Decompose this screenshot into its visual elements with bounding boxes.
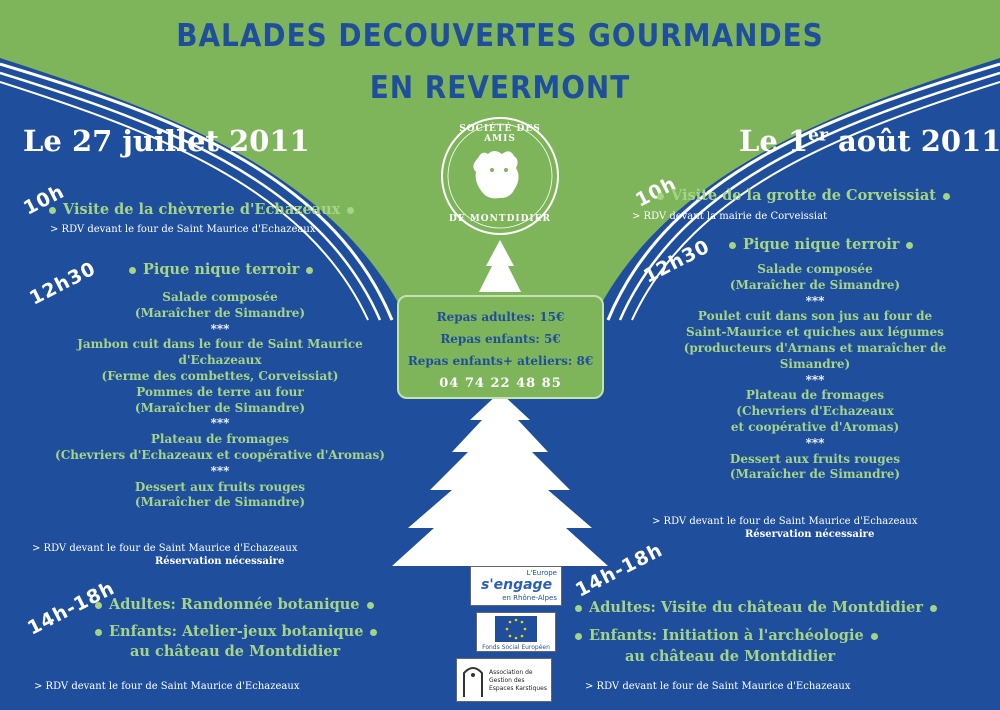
bullet-icon [49,206,56,214]
menu-line: Poulet cuit dans son jus au four de [697,309,933,324]
menu-separator: *** [805,293,825,308]
bullet-icon [129,266,136,274]
menu-line: Saint-Maurice et quiches aux légumes [686,325,944,340]
menu-line: (Chevriers d'Echazeaux [736,404,894,419]
right-activity-2: Pique nique terroir [722,236,920,253]
price-adults: Repas adultes: 15€ [436,310,565,324]
right-activity-1: Visite de la grotte de Corveissiat [650,187,957,204]
left-menu: Salade composée(Maraîcher de Simandre)**… [40,290,400,511]
menu-line: (Chevriers d'Echazeaux et coopérative d'… [55,447,385,462]
bullet-icon [657,192,664,200]
menu-line: (Maraîcher de Simandre) [729,277,901,292]
left-reservation: Réservation nécessaire [155,556,285,567]
bullet-icon [575,604,582,612]
europe-engage-logo: L'Europe s'engage en Rhône-Alpes [470,566,562,606]
left-activity-3: Adultes: Randonnée botanique [88,596,381,613]
menu-line: (Maraîcher de Simandre) [134,495,306,510]
menu-line: (producteurs d'Arnans et maraîcher de [683,340,947,355]
menu-line: (Ferme des combettes, Corveissiat) [101,368,339,383]
menu-separator: *** [805,435,825,450]
association-logo: Association de Gestion des Espaces Karst… [456,658,552,702]
bullet-icon [575,632,582,640]
menu-line: (Maraîcher de Simandre) [134,305,306,320]
right-reservation: Réservation nécessaire [745,529,875,540]
phone-number: 04 74 22 48 85 [439,376,562,391]
price-children: Repas enfants: 5€ [440,332,561,346]
left-activity-4: Enfants: Atelier-jeux botanique [88,623,384,640]
menu-line: Plateau de fromages [150,432,290,447]
cave-icon [463,667,483,697]
bullet-icon [906,241,914,249]
menu-line: Dessert aux fruits rouges [729,451,901,466]
bullet-icon [306,266,314,274]
menu-line: Jambon cuit dans le four de Saint Mauric… [77,337,363,352]
left-activity-4-place: au château de Montdidier [130,643,341,660]
bullet-icon [729,241,736,249]
menu-line: et coopérative d'Aromas) [730,419,900,434]
menu-line: (Maraîcher de Simandre) [134,400,306,415]
right-activity-4-place: au château de Montdidier [625,648,836,665]
bullet-icon [347,206,355,214]
bullet-icon [95,601,102,609]
bullet-icon [942,192,950,200]
left-activity-2: Pique nique terroir [122,261,320,278]
bullet-icon [366,601,374,609]
left-rdv-1: > RDV devant le four de Saint Maurice d'… [50,224,316,235]
emblem-top-text: SOCIÉTÉ DES AMIS [459,124,541,144]
bullet-icon [870,632,878,640]
poster-title-line1: BALADES DECOUVERTES GOURMANDES [176,18,824,54]
fse-logo: Fonds Social Européen [476,612,556,652]
right-activity-3: Adultes: Visite du château de Montdidier [568,599,944,616]
emblem-bottom-text: DE MONTDIDIER [449,214,551,224]
menu-line: Simandre) [779,356,851,371]
menu-separator: *** [805,372,825,387]
big-tree [392,392,608,566]
menu-line: Salade composée [162,290,278,304]
right-rdv-1: > RDV devant la mairie de Corveissiat [632,211,828,222]
menu-line: Pommes de terre au four [136,384,304,399]
eu-flag-icon [495,616,537,642]
left-rdv-3: > RDV devant le four de Saint Maurice d'… [34,681,300,692]
price-box: Repas adultes: 15€ Repas enfants: 5€ Rep… [397,295,604,399]
menu-separator: *** [210,321,230,336]
right-activity-4: Enfants: Initiation à l'archéologie [568,627,885,644]
menu-line: Salade composée [757,262,873,276]
price-children-workshops: Repas enfants+ ateliers: 8€ [407,354,594,368]
right-rdv-2: > RDV devant le four de Saint Maurice d'… [652,516,918,527]
left-rdv-2: > RDV devant le four de Saint Maurice d'… [32,543,298,554]
bullet-icon [370,628,378,636]
right-date: Le 1er août 2011 [739,124,1000,158]
right-rdv-3: > RDV devant le four de Saint Maurice d'… [585,681,851,692]
poster-title-line2: EN REVERMONT [369,70,631,106]
menu-separator: *** [210,463,230,478]
bullet-icon [930,604,938,612]
menu-separator: *** [210,416,230,431]
right-menu: Salade composée(Maraîcher de Simandre)**… [650,262,980,483]
menu-line: d'Echazeaux [178,353,262,368]
left-activity-1: Visite de la chèvrerie d'Echazeaux [42,201,361,218]
menu-line: (Maraîcher de Simandre) [729,467,901,482]
left-date: Le 27 juillet 2011 [23,124,310,158]
small-tree [479,240,521,292]
menu-line: Plateau de fromages [745,388,885,403]
menu-line: Dessert aux fruits rouges [134,479,306,494]
bullet-icon [95,628,102,636]
